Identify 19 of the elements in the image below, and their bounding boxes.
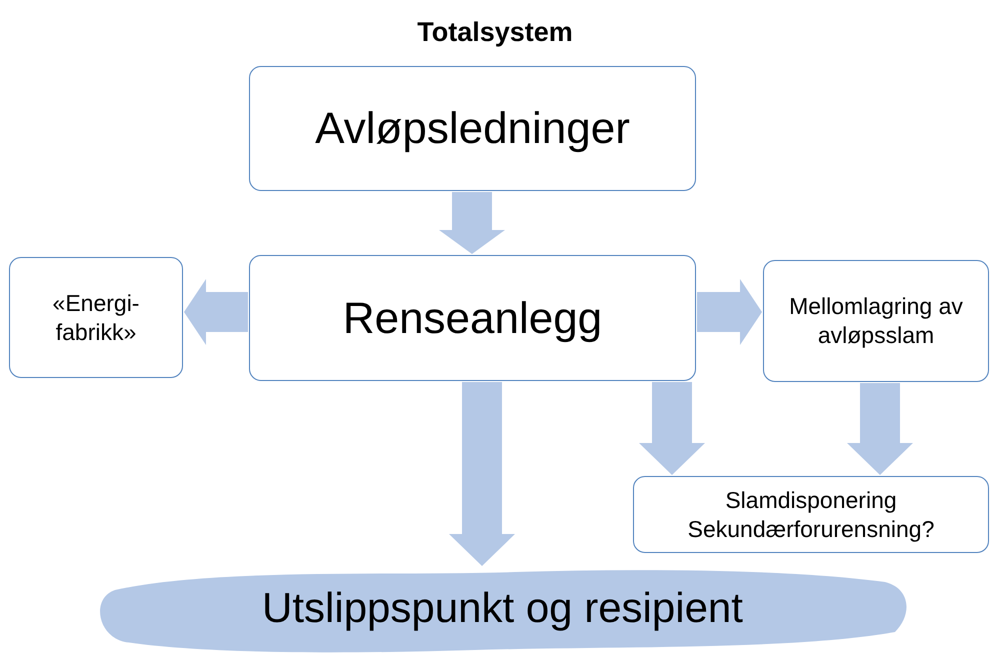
- node-text: Sekundærforurensning?: [688, 514, 934, 544]
- block-arrow: [184, 279, 248, 345]
- process-box: [249, 66, 696, 191]
- process-box: [763, 260, 989, 382]
- block-arrow: [449, 382, 515, 566]
- node-text: Mellomlagring av avløpsslam: [788, 292, 964, 350]
- node-text: Renseanlegg: [342, 292, 602, 344]
- node-text: «Energi-fabrikk»: [52, 288, 140, 346]
- node-text: Utslippspunkt og resipient: [262, 583, 743, 634]
- block-arrow: [697, 279, 762, 345]
- title: Totalsystem: [416, 16, 574, 49]
- block-arrow: [847, 383, 913, 475]
- node-text: Avløpsledninger: [315, 103, 630, 155]
- process-box: [9, 257, 183, 378]
- block-arrow: [639, 382, 705, 475]
- process-box: [633, 476, 989, 553]
- node-text: Slamdisponering: [725, 486, 897, 514]
- block-arrow: [439, 192, 505, 254]
- process-box: [249, 255, 696, 381]
